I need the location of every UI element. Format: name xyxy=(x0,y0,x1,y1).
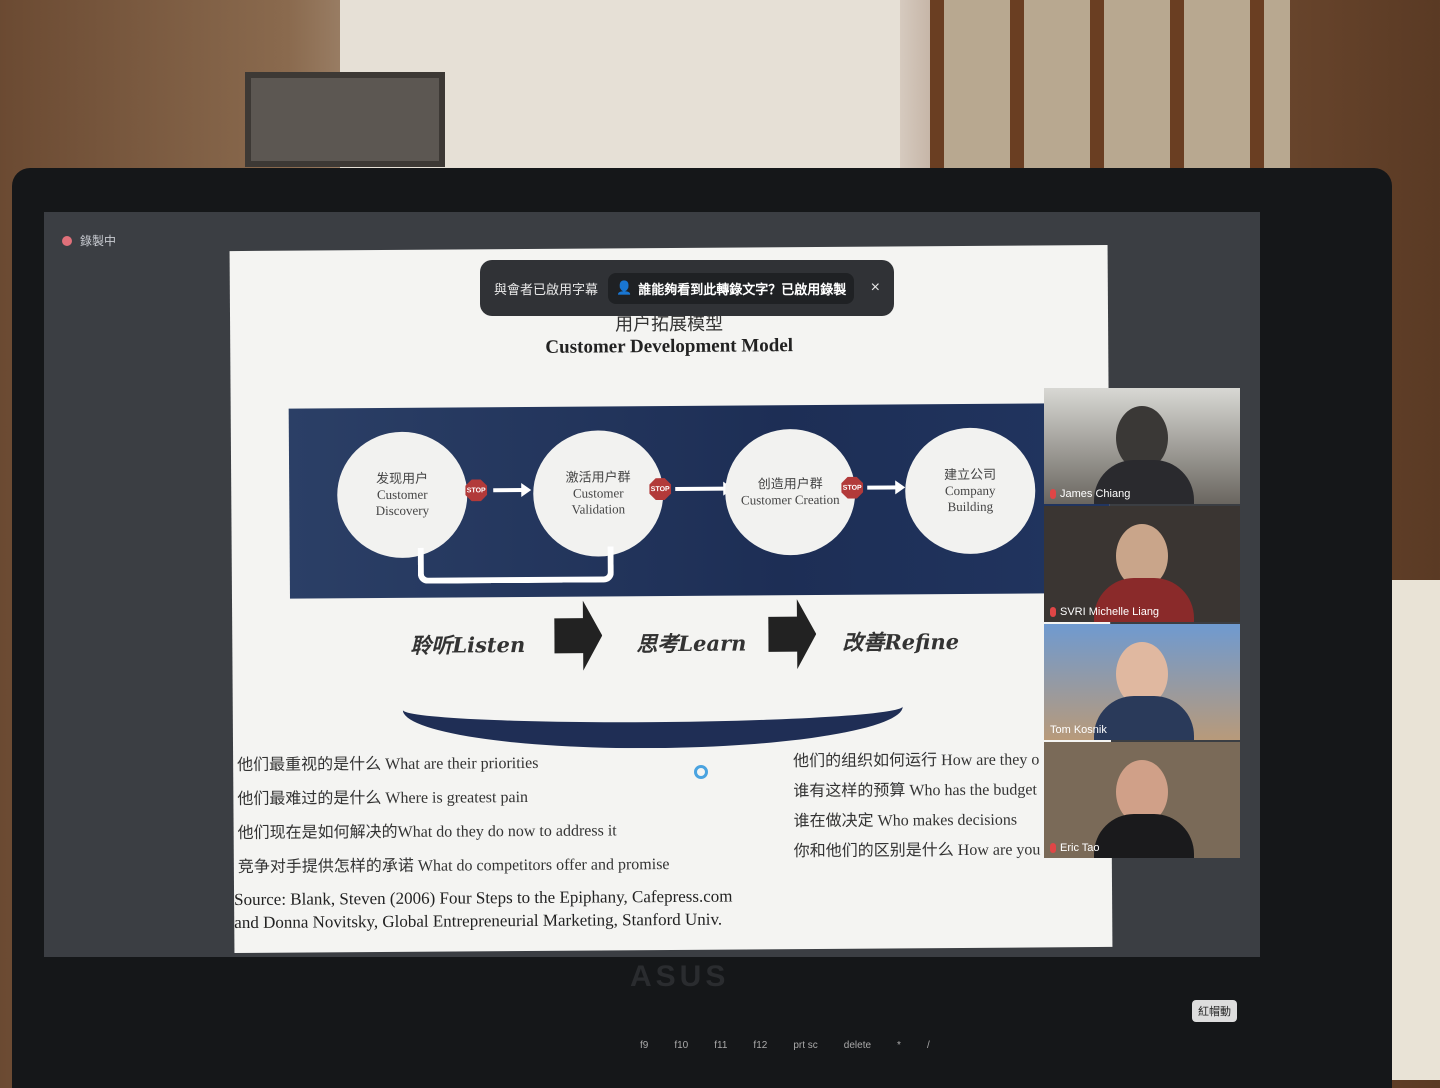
participant-name: SVRI Michelle Liang xyxy=(1050,606,1159,618)
participant-tile[interactable]: SVRI Michelle Liang xyxy=(1044,506,1240,622)
participant-video-strip: James Chiang SVRI Michelle Liang Tom Kos… xyxy=(1044,388,1240,860)
stage-cn: 创造用户群 xyxy=(757,475,823,492)
key[interactable]: f9 xyxy=(640,1040,649,1051)
transcript-visibility-button[interactable]: 👤 誰能夠看到此轉錄文字？已啟用錄製 xyxy=(608,272,855,304)
key[interactable]: / xyxy=(926,1040,930,1051)
arrow-icon xyxy=(675,486,726,491)
slide-title-en: Customer Development Model xyxy=(545,335,794,358)
source-line: and Donna Novitsky, Global Entrepreneuri… xyxy=(234,909,723,932)
big-arrow-icon xyxy=(768,599,816,669)
caption-enabled-text: 與會者已啟用字幕 xyxy=(494,281,599,297)
key[interactable]: delete xyxy=(843,1040,872,1051)
stage-en: Customer Discovery xyxy=(375,486,430,519)
keyboard-row: f9 f10 f11 f12 prt sc delete * / xyxy=(640,1040,930,1051)
key[interactable]: f12 xyxy=(753,1040,768,1051)
question-left: 他们现在是如何解决的What do they do now to address… xyxy=(237,822,617,843)
stage-cn: 激活用户群 xyxy=(565,468,631,485)
muted-mic-icon xyxy=(1050,607,1056,617)
question-right: 谁在做决定 Who makes decisions xyxy=(793,811,1018,831)
muted-mic-icon xyxy=(1050,843,1056,853)
key[interactable]: * xyxy=(897,1040,901,1051)
iteration-loop-arrow-icon xyxy=(417,546,614,584)
participant-tile[interactable]: Tom Kosnik xyxy=(1044,624,1240,740)
recording-dot-icon xyxy=(62,235,72,246)
stage-cn: 发现用户 xyxy=(376,470,429,486)
stage-en: Company Building xyxy=(944,482,996,515)
question-left: 他们最重视的是什么 What are their priorities xyxy=(237,754,539,775)
source-line: Source: Blank, Steven (2006) Four Steps … xyxy=(234,886,733,910)
participant-name: Eric Tao xyxy=(1050,842,1100,854)
phase-listen: 聆听Listen xyxy=(410,632,526,658)
question-right: 他们的组织如何运行 How are they o xyxy=(793,751,1040,771)
participant-name-text: Eric Tao xyxy=(1060,842,1100,854)
participant-name-text: James Chiang xyxy=(1060,488,1131,500)
laptop-logo: ASUS xyxy=(630,960,730,993)
transcript-text: 誰能夠看到此轉錄文字？已啟用錄製 xyxy=(638,281,847,297)
loading-cursor-icon xyxy=(694,765,708,779)
recording-indicator: 錄製中 xyxy=(62,232,116,249)
arrow-icon xyxy=(867,485,898,490)
key[interactable]: f11 xyxy=(714,1040,728,1051)
muted-mic-icon xyxy=(1050,489,1056,499)
big-arrow-icon xyxy=(554,600,602,670)
participant-name: Tom Kosnik xyxy=(1050,724,1107,736)
key[interactable]: f10 xyxy=(674,1040,689,1051)
question-right: 谁有这样的预算 Who has the budget xyxy=(793,781,1037,801)
caption-banner: 與會者已啟用字幕 👤 誰能夠看到此轉錄文字？已啟用錄製 × xyxy=(480,260,894,316)
key[interactable]: prt sc xyxy=(793,1040,818,1051)
participant-tile[interactable]: Eric Tao xyxy=(1044,742,1240,858)
question-left: 他们最难过的是什么 Where is greatest pain xyxy=(237,789,529,809)
stage-en: Customer Validation xyxy=(571,485,626,517)
phase-learn: 思考Learn xyxy=(636,630,747,657)
question-left: 竞争对手提供怎样的承诺 What do competitors offer an… xyxy=(237,856,670,877)
phase-refine: 改善Refine xyxy=(842,628,960,655)
participant-name: James Chiang xyxy=(1050,488,1130,500)
background-tv xyxy=(245,72,445,167)
stop-sign-icon: STOP xyxy=(465,479,487,501)
stage-cn: 建立公司 xyxy=(944,466,997,482)
feedback-swoosh-icon xyxy=(402,666,904,750)
recording-label: 錄製中 xyxy=(80,234,117,248)
close-icon[interactable]: × xyxy=(870,279,880,296)
arrow-icon xyxy=(493,488,524,493)
participant-name-text: SVRI Michelle Liang xyxy=(1060,606,1160,618)
person-icon: 👤 xyxy=(616,280,633,295)
participant-name-text: Tom Kosnik xyxy=(1050,724,1107,736)
slide-source: Source: Blank, Steven (2006) Four Steps … xyxy=(234,886,733,935)
participant-tile[interactable]: James Chiang xyxy=(1044,388,1240,504)
laptop-sticker: 紅帽動 xyxy=(1192,1000,1237,1022)
question-right: 你和他们的区别是什么 How are you xyxy=(793,841,1041,861)
stage-en: Customer Creation xyxy=(740,491,840,508)
